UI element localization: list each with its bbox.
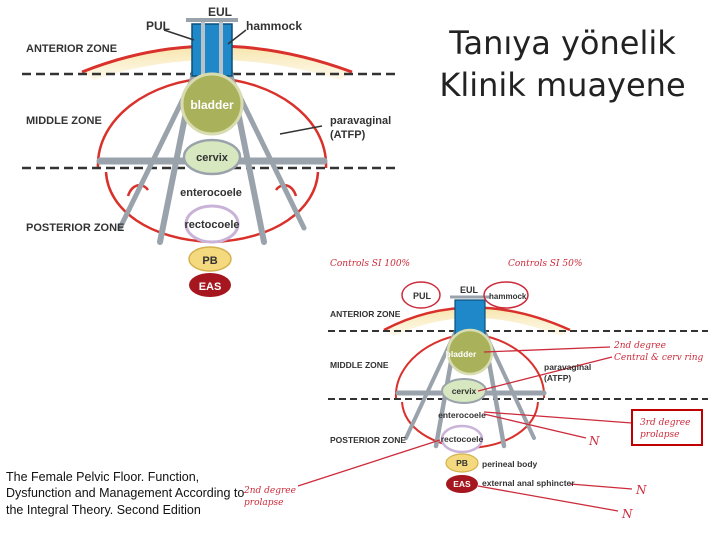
red-line-n1 bbox=[483, 413, 587, 439]
top-paravaginal-label: paravaginal bbox=[330, 115, 391, 127]
title-line-1: Tanıya yönelik bbox=[449, 24, 676, 62]
top-pb bbox=[188, 246, 232, 272]
top-rectocoele bbox=[184, 204, 240, 244]
n-mark-3: N bbox=[621, 507, 633, 521]
third-degree-line2: prolapse bbox=[640, 430, 679, 440]
bottom-pb bbox=[445, 453, 479, 473]
top-rectocoele-label: rectocoele bbox=[184, 219, 239, 231]
red-line-cerv-ring bbox=[477, 356, 613, 392]
third-degree-highlight-box bbox=[631, 409, 703, 446]
top-bladder bbox=[180, 72, 244, 136]
top-pul-label: PUL bbox=[146, 19, 170, 33]
top-paravaginal-pointer bbox=[279, 125, 323, 135]
top-hammock-label: hammock bbox=[246, 19, 302, 33]
top-posterior-hook-left bbox=[126, 183, 149, 197]
red-line-central bbox=[483, 346, 611, 353]
bottom-eul-label: EUL bbox=[460, 285, 479, 295]
bottom-diagram: EUL PUL hammock ANTERIOR ZONE MIDDLE ZON… bbox=[243, 259, 708, 521]
red-line-2nd-prolapse bbox=[297, 439, 441, 487]
bottom-anterior-zone-label: ANTERIOR ZONE bbox=[330, 309, 401, 319]
bottom-pul-label: PUL bbox=[413, 291, 432, 301]
red-line-n3 bbox=[477, 485, 619, 512]
top-atfp-label: (ATFP) bbox=[330, 129, 366, 141]
bottom-eas-label: EAS bbox=[453, 479, 471, 489]
top-eas-label: EAS bbox=[199, 281, 222, 293]
bottom-atfp-label: (ATFP) bbox=[544, 373, 571, 383]
second-degree-central-line2: Central & cerv ring bbox=[614, 353, 703, 363]
bottom-middle-zone-label: MIDDLE ZONE bbox=[330, 360, 389, 370]
controls-si-50-annotation: Controls SI 50% bbox=[508, 259, 582, 269]
pul-annotation-circle bbox=[401, 281, 441, 309]
top-pul-pointer bbox=[163, 29, 195, 41]
top-posterior-hook-right bbox=[275, 183, 298, 197]
bottom-cervix bbox=[441, 378, 487, 404]
bottom-eas bbox=[446, 475, 478, 493]
bottom-cervix-label: cervix bbox=[452, 386, 477, 396]
top-posterior-zone-label: POSTERIOR ZONE bbox=[26, 222, 124, 234]
n-mark-2: N bbox=[635, 483, 647, 497]
top-eas bbox=[189, 273, 231, 297]
top-hammock-pointer bbox=[227, 29, 247, 45]
top-cervix bbox=[182, 138, 242, 176]
bottom-posterior-zone-label: POSTERIOR ZONE bbox=[330, 435, 406, 445]
top-diagram: EUL PUL hammock ANTERIOR ZONE MIDDLE ZON… bbox=[22, 5, 398, 297]
top-bladder-label: bladder bbox=[190, 98, 234, 112]
top-urethra bbox=[191, 23, 233, 77]
top-anterior-glow bbox=[82, 46, 352, 80]
top-cervix-label: cervix bbox=[196, 152, 229, 164]
bottom-bladder-label: bladder bbox=[446, 349, 477, 359]
red-line-n2 bbox=[569, 483, 633, 490]
second-degree-prolapse-line2: prolapse bbox=[244, 498, 283, 508]
bottom-rectocoele bbox=[440, 424, 484, 454]
second-degree-central-line1: 2nd degree bbox=[613, 341, 666, 351]
title-line-2: Klinik muayene bbox=[439, 66, 686, 104]
bottom-enterocoele-label: enterocoele bbox=[438, 410, 486, 420]
third-degree-line1: 3rd degree bbox=[640, 418, 690, 428]
top-enterocoele-label: enterocoele bbox=[180, 187, 242, 199]
perineal-body-label: perineal body bbox=[482, 459, 538, 469]
bottom-hammock-label: hammock bbox=[489, 292, 527, 301]
hammock-annotation-circle bbox=[483, 281, 529, 309]
second-degree-prolapse-line1: 2nd degree bbox=[243, 486, 296, 496]
n-mark-1: N bbox=[588, 434, 600, 448]
citation-text: The Female Pelvic Floor. Function, Dysfu… bbox=[6, 470, 245, 517]
slide-title: Tanıya yönelik Klinik muayene bbox=[420, 22, 705, 106]
bottom-pb-label: PB bbox=[456, 458, 468, 468]
top-middle-zone-label: MIDDLE ZONE bbox=[26, 115, 102, 127]
top-anterior-zone-label: ANTERIOR ZONE bbox=[26, 43, 117, 55]
top-eul-label: EUL bbox=[208, 5, 232, 19]
external-anal-sphincter-label: external anal sphincter bbox=[482, 478, 575, 488]
bottom-paravaginal-label: paravaginal bbox=[544, 362, 591, 372]
top-pb-label: PB bbox=[202, 255, 217, 267]
controls-si-100-annotation: Controls SI 100% bbox=[330, 259, 410, 269]
bottom-rectocoele-label: rectocoele bbox=[441, 434, 484, 444]
red-line-3rd-degree bbox=[483, 411, 633, 424]
